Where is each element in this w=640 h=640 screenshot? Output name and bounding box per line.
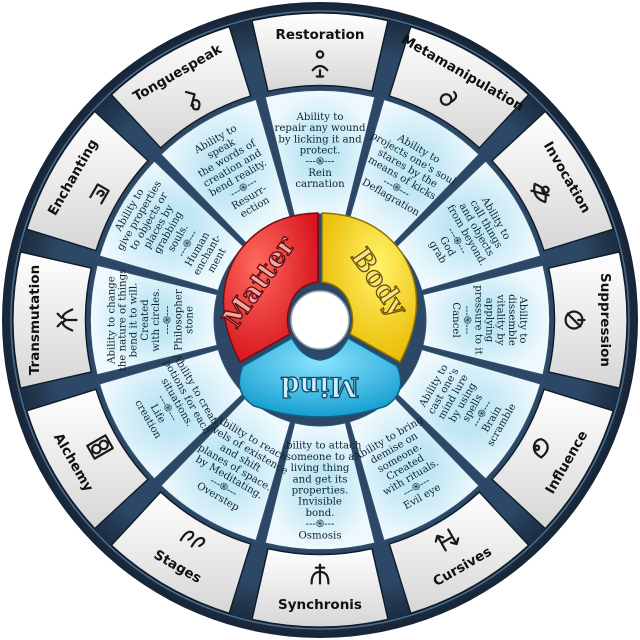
- mind-label: Mind: [281, 371, 360, 402]
- description-line: with circles.: [151, 288, 162, 351]
- description-line: Created: [140, 299, 151, 341]
- panel-tonguespeak: [110, 25, 252, 149]
- suppression-icon: [564, 310, 586, 330]
- panel-invocation: [491, 110, 615, 252]
- restoration-icon: [311, 50, 329, 78]
- slot-title-suppression: Suppression: [597, 273, 613, 367]
- tonguespeak-icon: [184, 90, 201, 111]
- description-line: vitality by: [495, 293, 506, 345]
- description-line: Ability to: [296, 112, 344, 123]
- description-line: Osmosis: [298, 530, 341, 541]
- description-line: applying: [484, 298, 495, 343]
- description-line: ---֍---: [306, 157, 335, 168]
- panel-stages: [110, 491, 252, 615]
- synchronis-icon: [310, 563, 330, 585]
- alchemy-icon: [86, 434, 114, 460]
- description-line: carnation: [295, 179, 345, 190]
- description-line: the nature of things: [118, 269, 129, 372]
- description-line: Rein: [308, 168, 332, 179]
- description-panel-synchronis: [264, 422, 376, 550]
- enchanting-icon: [89, 183, 110, 205]
- description-suppression: Ability todissemblevitality byapplyingpr…: [450, 285, 528, 355]
- description-line: properties.: [292, 486, 349, 497]
- description-panel-influence: [395, 349, 541, 480]
- panel-synchronis: [251, 547, 389, 628]
- cursives-icon: [434, 528, 460, 552]
- description-line: Ability to change: [106, 276, 117, 365]
- description-line: and get its: [293, 474, 348, 485]
- mind-segment: [238, 336, 402, 418]
- description-line: someone to a: [286, 452, 355, 463]
- slot-title-transmutation: Transmutation: [27, 265, 43, 375]
- description-line: Invisible: [298, 497, 342, 508]
- transmutation-icon: [56, 308, 78, 332]
- panel-suppression: [547, 251, 628, 389]
- description-line: ---֍---: [162, 306, 173, 335]
- description-transmutation: Ability to changethe nature of thingsben…: [106, 269, 195, 372]
- matter-segment: [222, 212, 319, 364]
- description-line: bond.: [306, 508, 335, 519]
- description-line: bend it to will.: [129, 283, 140, 358]
- panel-alchemy: [25, 388, 149, 530]
- description-panel-stages: [160, 395, 291, 541]
- description-line: protect.: [300, 146, 341, 157]
- description-panel-suppression: [422, 264, 550, 376]
- description-line: repair any wound: [275, 123, 366, 134]
- description-line: living thing: [291, 463, 350, 474]
- description-panel-transmutation: [90, 264, 218, 376]
- stages-icon: [179, 530, 206, 548]
- panel-influence: [491, 388, 615, 530]
- description-panel-enchanting: [99, 160, 245, 291]
- slot-title-restoration: Restoration: [275, 27, 364, 43]
- description-line: pressure to it: [472, 285, 483, 355]
- description-panel-alchemy: [99, 349, 245, 480]
- panel-transmutation: [12, 251, 93, 389]
- description-line: dissemble: [506, 294, 517, 346]
- description-influence: Ability tocast one'smind lureby usingspe…: [417, 361, 520, 450]
- panel-metamanipulation: [388, 25, 530, 149]
- description-line: ---֍---: [461, 306, 472, 335]
- wheel-inner-ring-edge: [10, 10, 630, 630]
- description-line: Ability to attach: [278, 441, 362, 452]
- body-segment: [321, 212, 418, 364]
- description-line: Ability to: [517, 296, 528, 344]
- influence-icon: [532, 438, 549, 459]
- panel-enchanting: [25, 110, 149, 252]
- description-line: Philosopher: [174, 289, 185, 351]
- core-center-hole: [290, 290, 350, 350]
- description-line: stone: [185, 306, 196, 334]
- slot-title-synchronis: Synchronis: [278, 597, 362, 613]
- metamanipulation-icon: [439, 90, 458, 106]
- invocation-icon: [530, 182, 550, 204]
- description-line: ---֍---: [306, 519, 335, 530]
- description-line: Cancel: [450, 302, 461, 337]
- panel-cursives: [388, 491, 530, 615]
- description-line: by licking it and: [278, 134, 362, 145]
